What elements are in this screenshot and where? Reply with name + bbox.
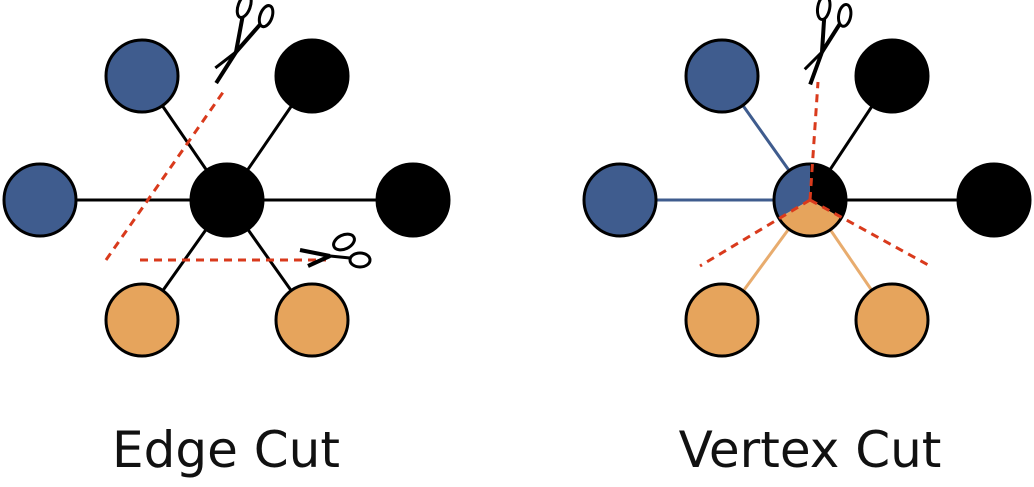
scissors-icon (214, 0, 275, 85)
scissors-icon (803, 0, 853, 86)
vertex-cut-diagram (582, 0, 1032, 358)
node-blue-top (684, 38, 760, 114)
node-center (189, 162, 265, 238)
node-blue-left (2, 162, 78, 238)
node-orange-left (684, 282, 760, 358)
node-black-right (375, 162, 451, 238)
scissors-icon (299, 232, 372, 269)
node-black-top (854, 38, 930, 114)
node-orange-right (854, 282, 930, 358)
node-blue-left (582, 162, 658, 238)
node-black-right (956, 162, 1032, 238)
cut-line-lower-right (809, 198, 931, 268)
cut-line-lower-left (699, 198, 811, 268)
cut-line-up (808, 81, 820, 201)
vertex-cut-caption: Vertex Cut (678, 421, 942, 479)
node-blue-top (104, 38, 180, 114)
node-orange-left (104, 282, 180, 358)
edge-cut-caption: Edge Cut (112, 421, 340, 479)
edge-cut-diagram (2, 0, 451, 358)
cut-line-diagonal (104, 87, 228, 261)
node-black-top (274, 38, 350, 114)
node-orange-right (274, 282, 350, 358)
